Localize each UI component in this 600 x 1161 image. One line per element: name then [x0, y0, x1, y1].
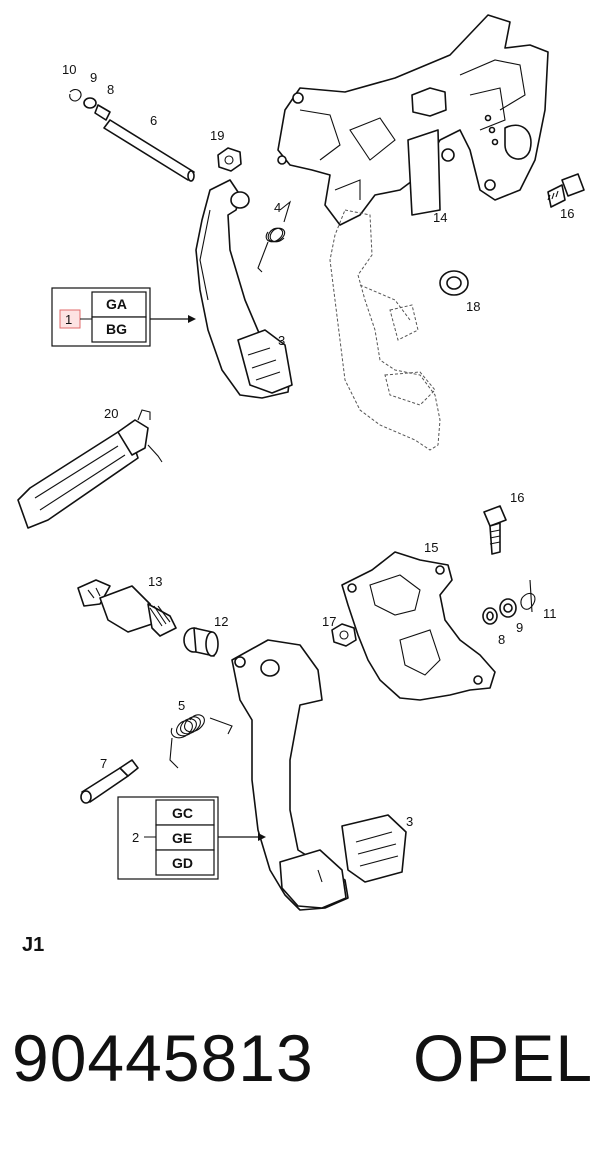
callout-9-upper: 9	[90, 70, 97, 85]
code-box-1-ref: 1	[65, 312, 72, 327]
code-bg: BG	[106, 321, 127, 337]
pad-3-lower	[341, 814, 407, 883]
sheet-id: J1	[22, 934, 45, 956]
washer-9-lower	[499, 598, 517, 618]
switch-13	[77, 579, 177, 637]
callout-8-upper: 8	[107, 82, 114, 97]
callout-10: 10	[62, 62, 76, 77]
bush-8-lower	[482, 607, 498, 625]
pedal-bracket-14	[277, 14, 549, 226]
cable-20	[17, 409, 163, 529]
ghost-pedal	[329, 209, 441, 451]
callout-16-upper: 16	[560, 206, 574, 221]
bracket-15	[341, 551, 496, 701]
bolt-16-lower	[483, 505, 507, 555]
code-box-2: 2 GC GE GD	[117, 796, 266, 880]
callout-20: 20	[104, 406, 118, 421]
callout-5: 5	[178, 698, 185, 713]
spring-5	[169, 714, 233, 769]
washer-18	[439, 270, 469, 296]
callout-16-lower: 16	[510, 490, 524, 505]
parts-diagram: 1 GA BG	[17, 14, 585, 911]
callout-17: 17	[322, 614, 336, 629]
bolt-16-upper	[547, 173, 585, 208]
part-number: 90445813	[12, 1021, 314, 1095]
bush-8-upper	[94, 104, 111, 121]
callout-13: 13	[148, 574, 162, 589]
code-gc: GC	[172, 805, 193, 821]
bush-12	[183, 627, 219, 657]
callout-3-upper: 3	[278, 333, 285, 348]
code-ge: GE	[172, 830, 192, 846]
callout-15: 15	[424, 540, 438, 555]
pedal-arm-upper	[195, 179, 293, 399]
callout-14: 14	[433, 210, 447, 225]
code-gd: GD	[172, 855, 193, 871]
callout-3-lower: 3	[406, 814, 413, 829]
pedal-arm-lower	[231, 639, 349, 911]
brand-name: OPEL	[413, 1021, 594, 1095]
spring-4	[257, 200, 292, 273]
code-ga: GA	[106, 296, 127, 312]
callout-4: 4	[274, 200, 281, 215]
pin-7	[80, 759, 139, 804]
callout-18: 18	[466, 299, 480, 314]
washer-9-upper	[83, 97, 97, 109]
callout-19: 19	[210, 128, 224, 143]
callout-6: 6	[150, 113, 157, 128]
callout-9-lower: 9	[516, 620, 523, 635]
pin-6	[103, 119, 195, 182]
callout-11: 11	[543, 606, 557, 621]
circlip-10	[69, 89, 82, 102]
callout-12: 12	[214, 614, 228, 629]
nut-19	[217, 147, 242, 172]
clip-11	[520, 579, 536, 613]
code-box-2-ref: 2	[132, 830, 139, 845]
callout-7: 7	[100, 756, 107, 771]
code-box-1: 1 GA BG	[51, 287, 196, 347]
nut-17	[331, 623, 357, 647]
callout-8-lower: 8	[498, 632, 505, 647]
